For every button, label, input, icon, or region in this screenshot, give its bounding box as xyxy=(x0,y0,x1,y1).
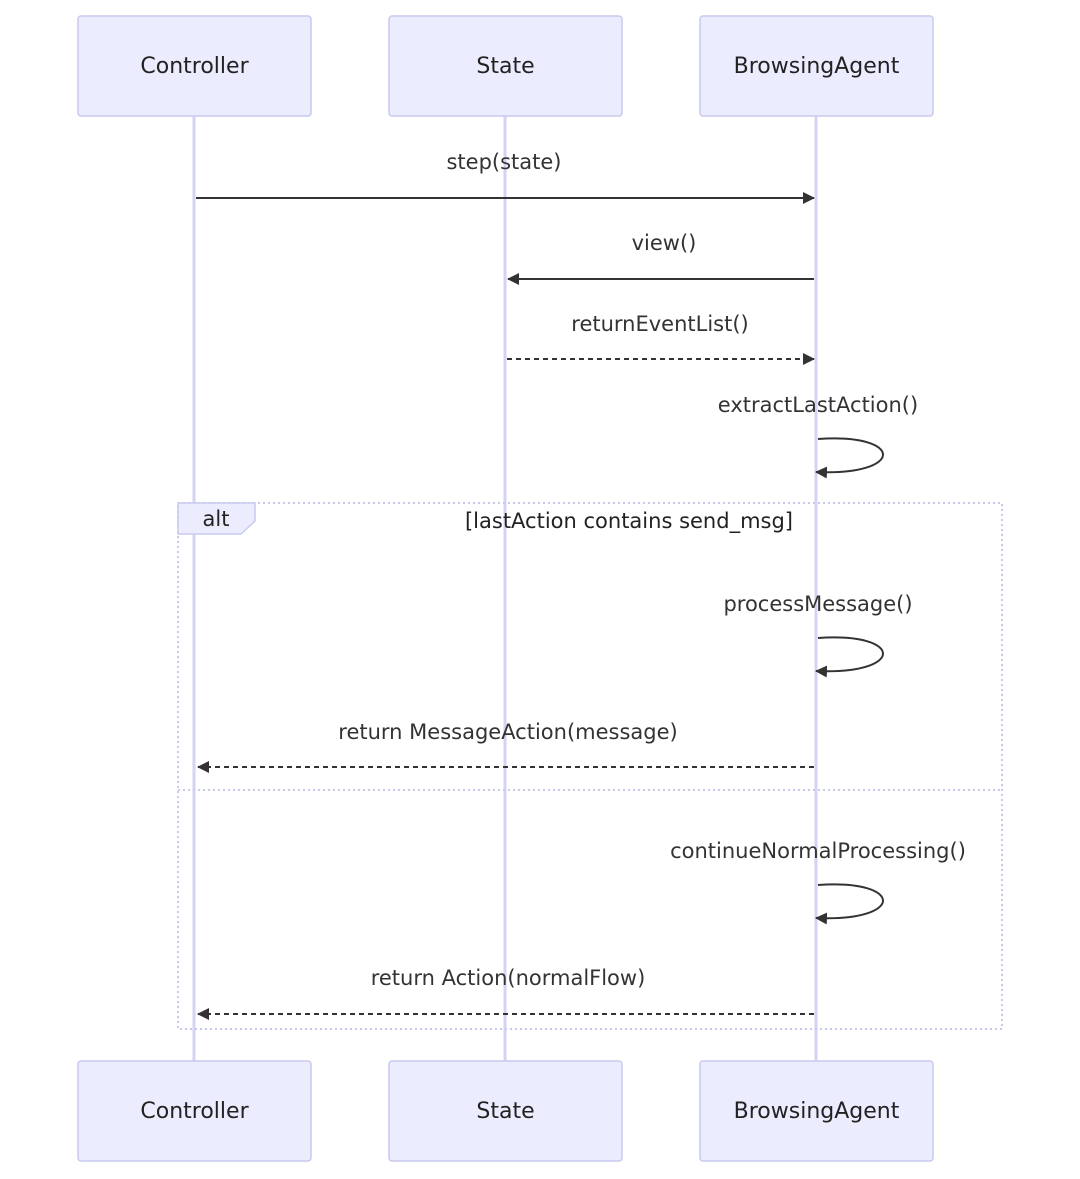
self-message-arrow xyxy=(815,437,884,479)
actor-state-bottom: State xyxy=(388,1060,623,1162)
actor-label: BrowsingAgent xyxy=(734,54,900,79)
alt-frame xyxy=(177,502,1003,1030)
actor-browsingagent-top: BrowsingAgent xyxy=(699,15,934,117)
actor-state-top: State xyxy=(388,15,623,117)
message-label: step(state) xyxy=(446,150,561,174)
self-message-arrow xyxy=(815,636,884,678)
message-step: step(state) xyxy=(196,150,815,204)
message-label: continueNormalProcessing() xyxy=(670,839,966,863)
message-label: processMessage() xyxy=(723,592,912,616)
alt-tag xyxy=(177,502,256,535)
actor-label: BrowsingAgent xyxy=(734,1099,900,1124)
message-label: returnEventList() xyxy=(571,312,748,336)
alt-keyword: alt xyxy=(203,507,230,531)
message-label: return Action(normalFlow) xyxy=(371,966,646,990)
message-process-message: processMessage() xyxy=(723,592,913,678)
actor-label: Controller xyxy=(140,1099,249,1124)
actor-controller-top: Controller xyxy=(77,15,312,117)
message-return-action: return Action(normalFlow) xyxy=(197,966,814,1020)
message-label: view() xyxy=(632,231,697,255)
actor-controller-bottom: Controller xyxy=(77,1060,312,1162)
message-label: extractLastAction() xyxy=(718,393,918,417)
alt-condition: [lastAction contains send_msg] xyxy=(465,509,793,534)
self-message-arrow xyxy=(815,883,884,925)
message-label: return MessageAction(message) xyxy=(338,720,677,744)
actor-label: State xyxy=(476,54,534,79)
actor-label: Controller xyxy=(140,54,249,79)
message-return-event-list: returnEventList() xyxy=(507,312,815,365)
actor-label: State xyxy=(476,1099,534,1124)
message-extract-last-action: extractLastAction() xyxy=(718,393,918,479)
message-continue-normal-processing: continueNormalProcessing() xyxy=(670,839,966,925)
actor-browsingagent-bottom: BrowsingAgent xyxy=(699,1060,934,1162)
message-return-message-action: return MessageAction(message) xyxy=(197,720,814,773)
message-view: view() xyxy=(507,231,814,285)
alt-fragment: alt [lastAction contains send_msg] xyxy=(177,502,1003,1030)
